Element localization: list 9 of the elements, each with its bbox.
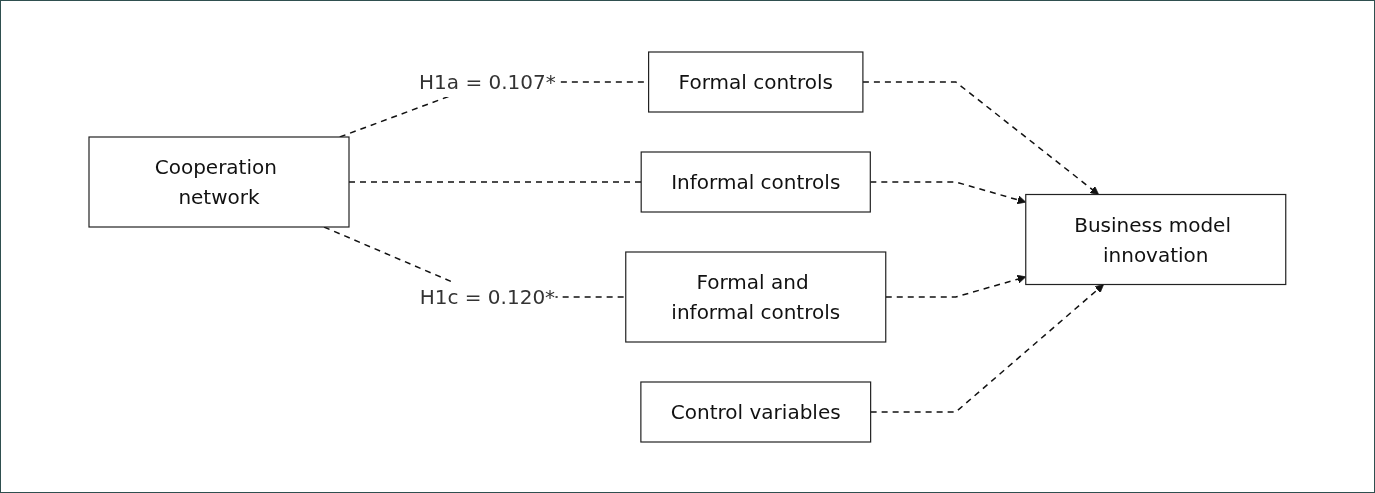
node-box: Cooperation network [88, 135, 350, 228]
node-box: Formal and informal controls [625, 250, 887, 343]
node-box: Business model innovation [1025, 193, 1287, 285]
arrow [870, 283, 1105, 413]
node-box: Control variables [640, 380, 872, 443]
node-box: Informal controls [640, 150, 872, 213]
node-box: Formal controls [648, 50, 864, 113]
edge-label: H1a = 0.107* [419, 69, 556, 94]
edge-label: H1c = 0.120* [419, 284, 556, 309]
